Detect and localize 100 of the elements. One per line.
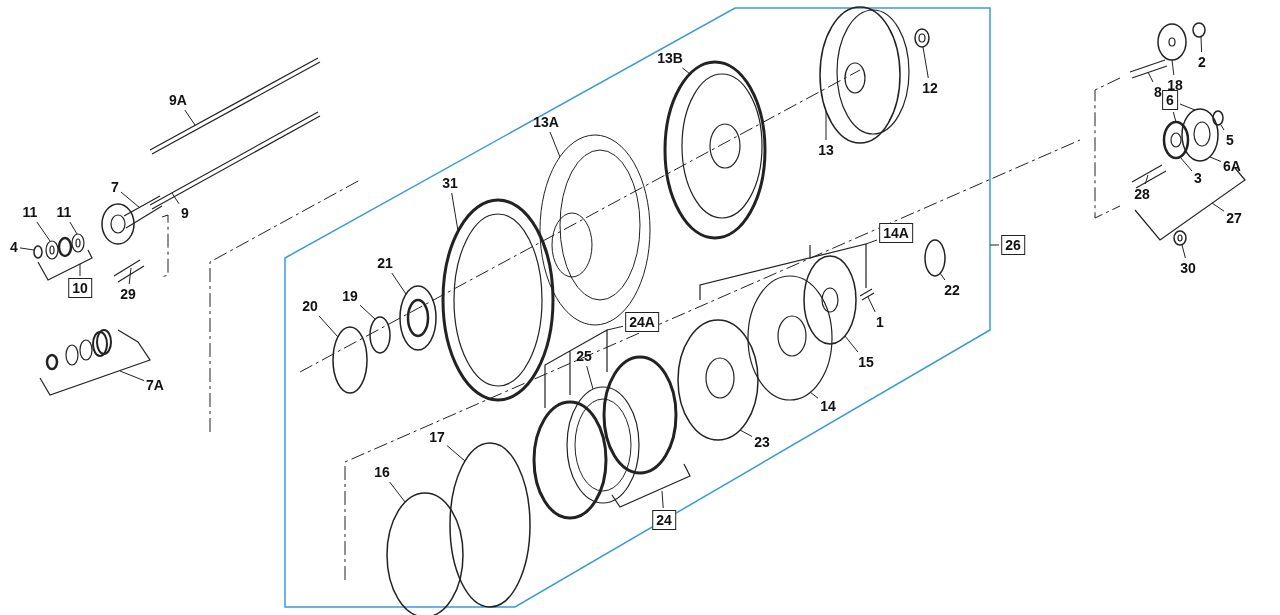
callout-box: 14A: [879, 223, 913, 243]
callout-number: 29: [120, 286, 136, 302]
callout-box: 6: [1162, 90, 1178, 110]
leader-line: [119, 370, 145, 382]
leader-line: [1211, 202, 1225, 212]
callout-number: 6A: [1223, 158, 1241, 174]
retaining-ring-drawing: [924, 239, 946, 277]
o-ring-drawing: [386, 492, 464, 615]
leader-line: [1172, 111, 1177, 123]
leader-line: [451, 192, 459, 232]
leader-line: [682, 67, 691, 75]
o-ring-drawing: [449, 442, 531, 608]
leader-line: [171, 192, 180, 205]
callout-box: 24A: [625, 312, 659, 332]
leader-line: [1200, 36, 1203, 53]
callout-number: 28: [1134, 186, 1150, 202]
plug-drawing: [1173, 230, 1187, 246]
nut-drawing: [1192, 22, 1206, 38]
callout-number: 8: [1154, 84, 1162, 100]
cover-plate-drawing: [1157, 23, 1187, 61]
callout-number: 3: [1194, 170, 1202, 186]
callout-number: 2: [1198, 54, 1206, 70]
pulley-drawing: [819, 6, 910, 144]
callout-number: 21: [377, 255, 393, 271]
callout-number: 1: [876, 314, 884, 330]
leader-line: [1209, 156, 1222, 162]
friction-plate-drawing: [532, 400, 608, 520]
sprocket-shaft-drawing: [101, 195, 163, 245]
callout-number: 17: [429, 429, 445, 445]
retaining-ring-drawing: [369, 316, 391, 354]
nut-drawing: [914, 28, 930, 48]
bearing-drawing: [399, 285, 437, 351]
bracket: [611, 463, 691, 508]
callout-number: 18: [1167, 77, 1183, 93]
callout-number: 13: [818, 142, 834, 158]
leader-line: [69, 221, 78, 235]
leader-line: [606, 325, 624, 331]
callout-box: 24: [652, 510, 676, 530]
callout-number: 30: [1180, 260, 1196, 276]
retaining-ring-drawing: [33, 245, 43, 259]
friction-plate-drawing: [602, 355, 678, 475]
leader-line: [391, 272, 407, 295]
pin-drawing: [113, 259, 145, 283]
steel-plate-drawing: [566, 386, 640, 504]
leader-line: [1179, 156, 1193, 172]
seal-plate-drawing: [1181, 108, 1219, 162]
bracket: [37, 249, 93, 281]
leader-line: [359, 304, 376, 320]
washer-drawing: [71, 233, 85, 253]
bracket: [544, 328, 608, 409]
callout-number: 5: [1226, 132, 1234, 148]
leader-line: [1181, 244, 1186, 259]
leader-line: [120, 191, 141, 209]
callout-number: 13A: [533, 114, 559, 130]
leader-line: [825, 110, 827, 141]
callout-box: 26: [1001, 235, 1025, 255]
leader-line: [1171, 59, 1175, 76]
callout-number: 11: [22, 204, 38, 220]
leader-line: [1147, 71, 1154, 83]
leader-line: [939, 272, 946, 281]
leader-line: [1220, 124, 1225, 131]
stud-drawing: [1131, 164, 1167, 189]
leader-line: [19, 247, 35, 251]
leader-line: [389, 481, 406, 503]
leader-line: [79, 263, 81, 277]
callout-number: 16: [374, 464, 390, 480]
leader-line: [844, 335, 859, 353]
leader-line: [128, 267, 132, 285]
leader-line: [989, 244, 1000, 246]
bracket: [699, 243, 867, 301]
leader-line: [184, 109, 196, 126]
leader-line: [661, 490, 664, 509]
leader-line: [36, 221, 51, 242]
callout-number: 14: [820, 398, 836, 414]
leader-line: [867, 296, 876, 313]
callout-number: 19: [342, 288, 358, 304]
callout-number: 12: [922, 80, 938, 96]
leader-line: [549, 131, 561, 158]
rod-drawing: [149, 57, 321, 155]
leader-line: [586, 365, 594, 390]
ring-gear-drawing: [441, 198, 555, 402]
leader-line: [922, 46, 929, 79]
callout-number: 15: [858, 354, 874, 370]
bolt-drawing: [859, 288, 875, 301]
callout-box: 10: [68, 278, 92, 298]
callout-number: 7A: [146, 377, 164, 393]
bearing-drawing: [57, 236, 73, 258]
leader-line: [739, 429, 753, 437]
o-ring-drawing: [1212, 110, 1224, 126]
callout-number: 20: [302, 298, 318, 314]
leader-line: [446, 445, 466, 462]
callout-number: 11: [56, 204, 72, 220]
diaphragm-spring-drawing: [747, 275, 833, 401]
leader-line: [865, 239, 878, 245]
stud-drawing: [1129, 59, 1168, 79]
retaining-ring-drawing: [332, 326, 368, 394]
callout-number: 27: [1226, 210, 1242, 226]
callout-number: 9: [181, 205, 189, 221]
leader-line: [809, 391, 819, 399]
callout-number: 13B: [657, 50, 683, 66]
